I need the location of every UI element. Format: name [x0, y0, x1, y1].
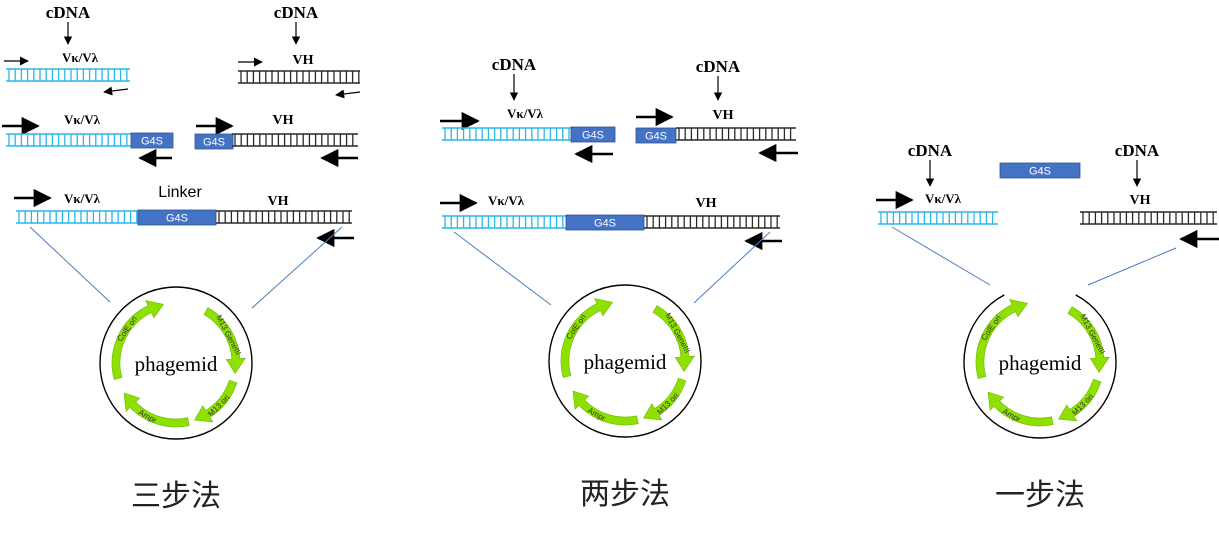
g4s-label: G4S — [141, 136, 163, 148]
vh-label: VH — [268, 194, 289, 209]
plasmid-ring — [963, 294, 1117, 439]
m13-geneiii-arrow — [652, 305, 695, 372]
m13-ori-label: M13 ori — [206, 393, 231, 418]
insertion-line — [251, 226, 343, 309]
vh-label: VH — [1130, 193, 1151, 208]
vh-dna — [676, 127, 796, 141]
vk-dna — [16, 210, 140, 224]
m13-ori-label: M13 ori — [1070, 392, 1095, 417]
plasmid-ring — [99, 286, 253, 440]
vk-label: Vκ/Vλ — [64, 112, 101, 127]
vk-label: Vκ/Vλ — [488, 193, 525, 208]
m13-ori-arrow — [1058, 378, 1102, 422]
method-title: 一步法 — [995, 478, 1085, 513]
g4s-label: G4S — [645, 131, 667, 143]
linker-label: Linker — [158, 184, 202, 201]
vk-dna — [6, 68, 130, 82]
ampr-arrow — [987, 391, 1054, 427]
vh-dna — [232, 133, 358, 147]
cole-ori-label: ColE ori — [979, 313, 1003, 342]
vk-dna — [6, 133, 132, 147]
method-title: 三步法 — [131, 479, 221, 514]
cole-ori-arrow — [560, 298, 614, 378]
m13-ori-label: M13 ori — [655, 391, 680, 416]
cole-ori-arrow — [111, 300, 165, 380]
plasmid-ring — [548, 284, 702, 438]
ampr-arrow — [572, 390, 639, 426]
g4s-label: G4S — [582, 130, 604, 142]
g4s-box — [565, 214, 645, 231]
cdna-label: cDNA — [908, 141, 953, 160]
insertion-line — [891, 226, 991, 286]
m13-geneiii-arrow — [1067, 306, 1110, 373]
cdna-label: cDNA — [696, 57, 741, 76]
vh-label: VH — [713, 108, 734, 123]
insertion-line — [453, 231, 552, 306]
phagemid-label: phagemid — [999, 351, 1082, 375]
primer-reverse — [335, 89, 361, 99]
vh-label: VH — [273, 113, 294, 128]
cdna-label: cDNA — [46, 3, 91, 22]
g4s-label: G4S — [203, 137, 225, 149]
g4s-label: G4S — [594, 218, 616, 230]
cole-ori-label: ColE ori — [115, 314, 139, 343]
vk-label: Vκ/Vλ — [507, 106, 544, 121]
cole-ori-label: ColE ori — [564, 312, 588, 341]
vk-dna — [878, 211, 998, 225]
g4s-box — [194, 133, 234, 150]
insertion-line — [1087, 247, 1177, 286]
insertion-line — [29, 226, 111, 303]
g4s-box — [999, 162, 1081, 179]
vk-dna — [442, 215, 566, 229]
vk-label: Vκ/Vλ — [64, 191, 101, 206]
vh-label: VH — [293, 53, 314, 68]
vh-dna — [1080, 211, 1217, 225]
vh-dna — [216, 210, 352, 224]
vh-dna — [238, 70, 360, 84]
m13-ori-arrow — [643, 377, 687, 421]
vk-label: Vκ/Vλ — [62, 50, 99, 65]
vk-dna — [442, 127, 572, 141]
g4s-label: G4S — [166, 213, 188, 225]
g4s-label: G4S — [1029, 166, 1051, 178]
g4s-box — [570, 126, 616, 143]
vh-dna — [644, 215, 780, 229]
g4s-box — [137, 209, 217, 226]
insertion-line — [693, 231, 771, 304]
g4s-box — [130, 132, 174, 149]
ampr-arrow — [123, 392, 190, 428]
vk-label: Vκ/Vλ — [925, 191, 962, 206]
method-title: 两步法 — [580, 477, 670, 512]
phagemid-label: phagemid — [584, 350, 667, 374]
primer-reverse — [103, 86, 129, 96]
m13-geneiii-arrow — [203, 307, 246, 374]
vh-label: VH — [696, 196, 717, 211]
cole-ori-arrow — [975, 299, 1029, 379]
m13-ori-arrow — [194, 379, 238, 423]
cdna-label: cDNA — [1115, 141, 1160, 160]
cdna-label: cDNA — [492, 55, 537, 74]
cdna-label: cDNA — [274, 3, 319, 22]
phagemid-label: phagemid — [135, 352, 218, 376]
g4s-box — [635, 127, 677, 144]
